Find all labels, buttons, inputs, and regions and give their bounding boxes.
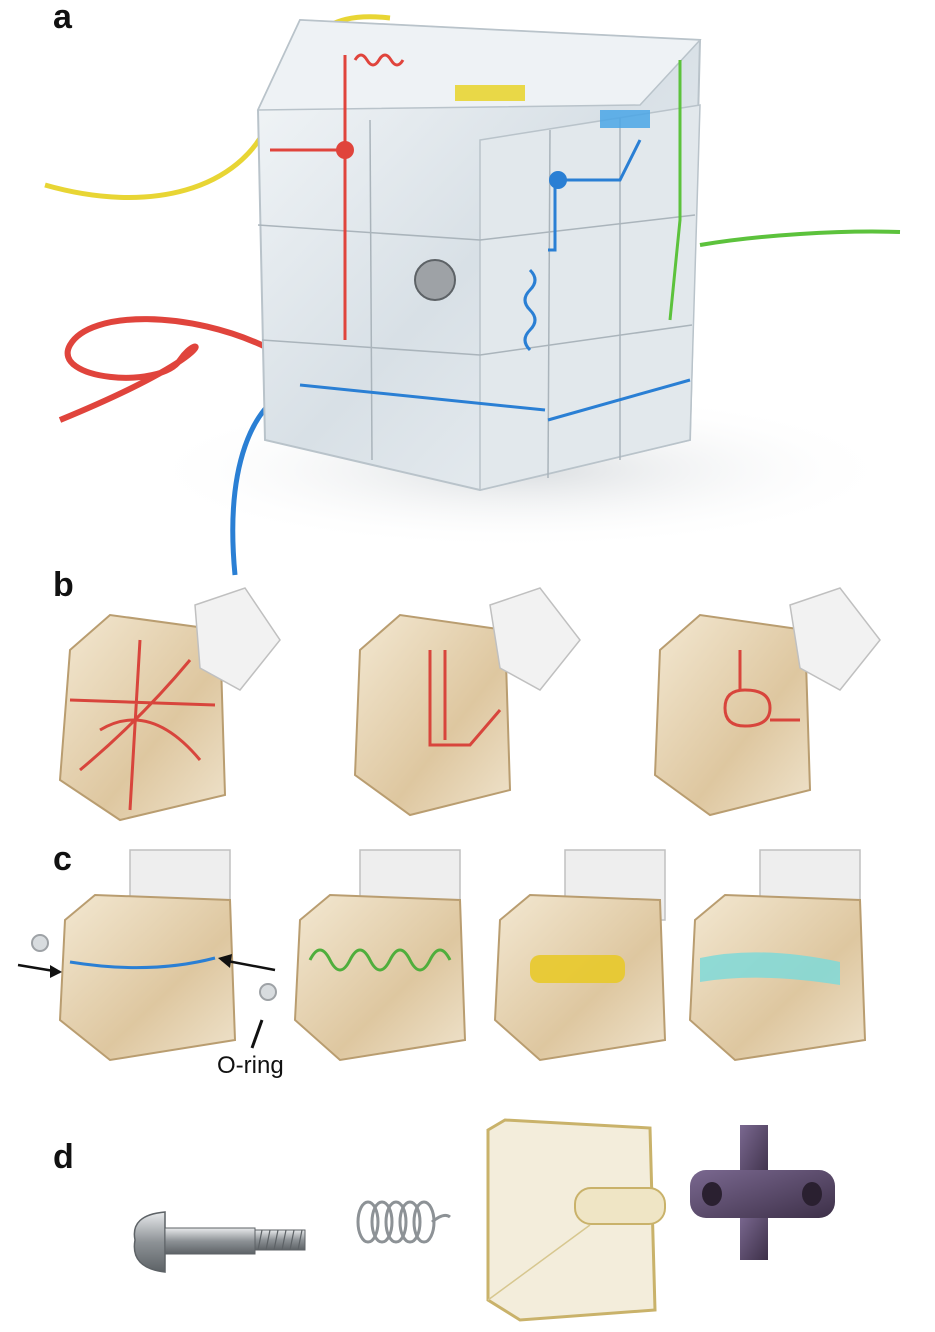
panel-c-modules [17, 849, 867, 1062]
module-b2-body [353, 613, 512, 817]
cross-bore-left [702, 1182, 722, 1206]
green-channel [668, 60, 682, 321]
blue-channel [299, 139, 691, 422]
arrow-right-head [218, 954, 232, 968]
cube-right-face [479, 104, 701, 491]
module-b1-connector-cube [194, 587, 281, 691]
red-tube [58, 316, 270, 423]
panel-label-c: c [53, 840, 72, 878]
screw-thread [254, 1229, 306, 1251]
screw-part [133, 1211, 306, 1273]
cross-bore-right [802, 1182, 822, 1206]
module-c3 [493, 849, 667, 1062]
module-b3-channels [723, 650, 800, 728]
blue-chamber [600, 110, 650, 128]
module-c1 [17, 849, 277, 1062]
module-b3-connector-cube [789, 587, 881, 691]
module-c1-body [58, 893, 237, 1062]
module-b2 [353, 587, 581, 817]
module-c3-chamber [530, 955, 625, 983]
red-coil [353, 53, 405, 67]
cube-top-face [256, 19, 702, 111]
module-c4 [688, 849, 867, 1062]
panel-d-parts [133, 1118, 835, 1322]
arrow-left-head [50, 965, 62, 978]
panel-a-assembly [44, 14, 901, 576]
cross-bottom-arm [740, 1215, 768, 1260]
red-connector [336, 141, 354, 159]
panel-b-modules [58, 587, 881, 822]
module-b3-body [653, 613, 812, 817]
module-c2 [293, 849, 467, 1062]
panel-label-b: b [53, 566, 74, 604]
panel-label-d: d [53, 1138, 74, 1176]
module-c2-body [293, 893, 467, 1062]
spring-part [356, 1200, 451, 1244]
screw-thread-lines [257, 1229, 303, 1251]
center-screw-head [414, 259, 456, 301]
module-b2-channels [428, 650, 502, 747]
oring-label: O-ring [217, 1052, 284, 1079]
housing-edge [487, 1224, 591, 1301]
blue-coil [523, 268, 537, 352]
yellow-chamber [455, 85, 525, 101]
housing-port [574, 1187, 666, 1225]
module-c1-channel [69, 956, 216, 970]
screw-head [133, 1211, 166, 1273]
cross-connector-part [690, 1125, 835, 1260]
module-c4-chamber [700, 952, 840, 985]
blue-connector [549, 171, 567, 189]
oring-right [259, 983, 277, 1001]
screw-shank [164, 1227, 256, 1255]
panel-label-a: a [53, 0, 72, 36]
housing-part [486, 1118, 666, 1322]
oring-pointer-line [250, 1019, 264, 1049]
oring-left [31, 934, 49, 952]
green-tube [699, 229, 901, 247]
cross-horizontal-arm [690, 1170, 835, 1218]
module-b2-connector-cube [489, 587, 581, 691]
module-b3 [653, 587, 881, 817]
module-c2-coil [308, 948, 452, 972]
module-b1 [58, 587, 281, 822]
module-b1-channels [69, 639, 216, 811]
